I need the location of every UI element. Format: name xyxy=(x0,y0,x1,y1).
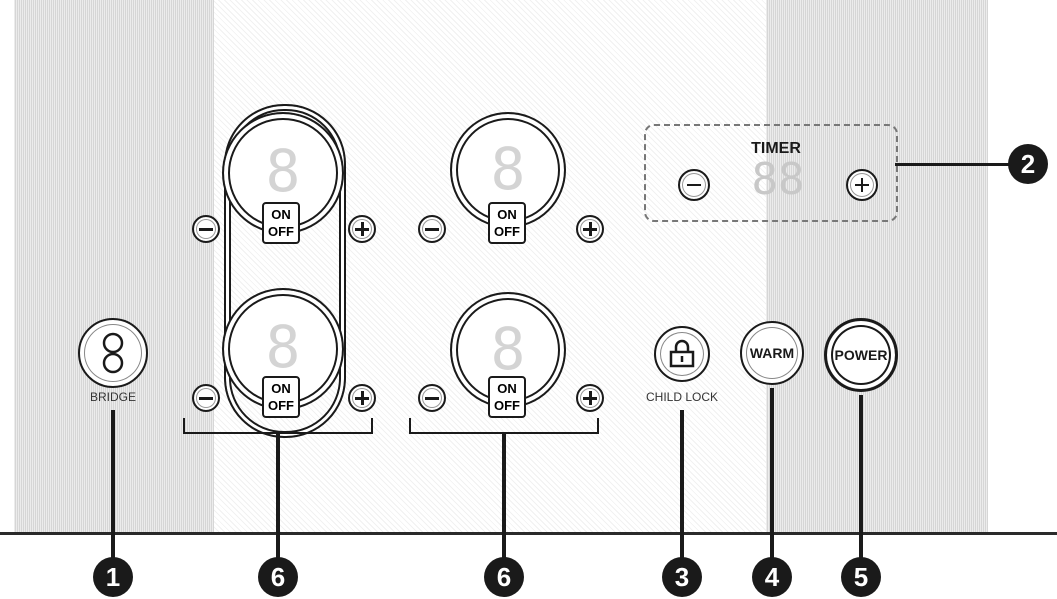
leader-line-1 xyxy=(111,410,115,560)
child-lock-label: CHILD LOCK xyxy=(645,390,719,404)
callout-3: 3 xyxy=(662,557,702,597)
on-off-button-front-right[interactable]: ON OFF xyxy=(488,376,526,418)
warm-button[interactable]: WARM xyxy=(740,321,804,385)
minus-button-front-left[interactable] xyxy=(192,384,220,412)
timer-minus-button[interactable] xyxy=(678,169,710,201)
power-label: POWER xyxy=(834,347,888,363)
plus-button-rear-right[interactable] xyxy=(576,215,604,243)
bridge-button[interactable] xyxy=(78,318,148,388)
on-label: ON xyxy=(497,381,517,396)
leader-line-2 xyxy=(895,163,1010,166)
lock-icon xyxy=(669,339,695,368)
plus-button-front-left[interactable] xyxy=(348,384,376,412)
plus-button-front-right[interactable] xyxy=(576,384,604,412)
bridge-zone-outline xyxy=(224,104,346,438)
leader-line-6b xyxy=(502,433,506,560)
leader-line-5 xyxy=(859,395,863,560)
panel-edge xyxy=(0,532,1057,535)
off-label: OFF xyxy=(494,224,520,239)
leader-line-3 xyxy=(680,410,684,560)
on-label: ON xyxy=(271,207,291,222)
warm-label: WARM xyxy=(749,345,795,361)
zone-display-rear-right: 8 xyxy=(490,135,526,203)
timer-panel xyxy=(644,124,898,222)
power-button[interactable]: POWER xyxy=(824,318,898,392)
glass-surface xyxy=(214,0,766,532)
callout-2: 2 xyxy=(1008,144,1048,184)
zone-display-rear-left: 8 xyxy=(265,137,301,205)
callout-5: 5 xyxy=(841,557,881,597)
bridge-label: BRIDGE xyxy=(89,390,136,404)
bracket-right-tick-a xyxy=(409,418,411,434)
callout-1: 1 xyxy=(93,557,133,597)
bridge-icon xyxy=(102,332,124,374)
child-lock-button[interactable] xyxy=(654,326,710,382)
on-off-button-front-left[interactable]: ON OFF xyxy=(262,376,300,418)
leader-line-6a xyxy=(276,433,280,560)
on-label: ON xyxy=(497,207,517,222)
leader-line-4 xyxy=(770,388,774,560)
on-off-button-rear-right[interactable]: ON OFF xyxy=(488,202,526,244)
timer-display: 88 xyxy=(751,154,805,205)
on-label: ON xyxy=(271,381,291,396)
zone-display-front-right: 8 xyxy=(490,315,526,383)
off-label: OFF xyxy=(268,224,294,239)
bracket-right-tick-b xyxy=(597,418,599,434)
zone-display-front-left: 8 xyxy=(265,313,301,381)
minus-button-rear-right[interactable] xyxy=(418,215,446,243)
timer-label: TIMER xyxy=(751,140,801,157)
bracket-left-tick-b xyxy=(371,418,373,434)
minus-button-front-right[interactable] xyxy=(418,384,446,412)
callout-6b: 6 xyxy=(484,557,524,597)
off-label: OFF xyxy=(268,398,294,413)
off-label: OFF xyxy=(494,398,520,413)
minus-button-rear-left[interactable] xyxy=(192,215,220,243)
bracket-left-tick-a xyxy=(183,418,185,434)
timer-plus-button[interactable] xyxy=(846,169,878,201)
callout-4: 4 xyxy=(752,557,792,597)
on-off-button-rear-left[interactable]: ON OFF xyxy=(262,202,300,244)
callout-6a: 6 xyxy=(258,557,298,597)
plus-button-rear-left[interactable] xyxy=(348,215,376,243)
